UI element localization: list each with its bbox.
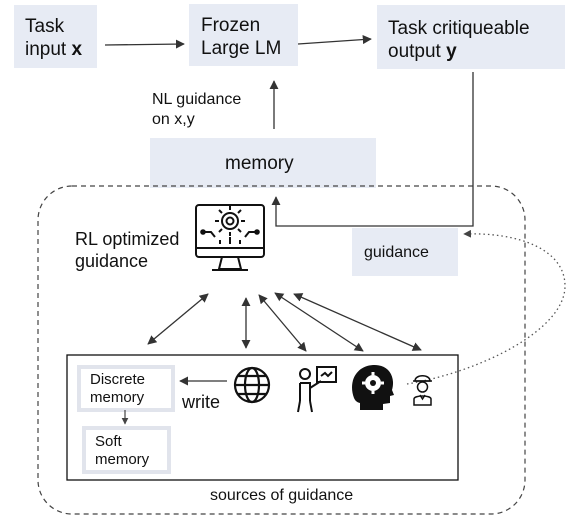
guidance-system-container: [37, 185, 526, 515]
nl-guidance-label: NL guidance on x,y: [152, 91, 242, 128]
rl-optimized-label: RL optimized guidance: [75, 229, 180, 271]
discrete-memory-label: Discrete memory: [90, 371, 146, 406]
worker-icon: [413, 375, 432, 406]
soft-memory-box: [82, 426, 171, 474]
guidance-label: guidance: [364, 244, 429, 261]
teacher-icon: [297, 366, 337, 413]
write-label: write: [182, 392, 221, 412]
task-output-box: [377, 5, 565, 69]
discrete-memory-box: [77, 365, 175, 412]
arrow-output-feedback: [271, 72, 474, 227]
sources-of-guidance-label: sources of guidance: [210, 487, 354, 504]
soft-memory-label: Soft memory: [95, 433, 150, 468]
globe-icon: [233, 366, 271, 404]
frozen-lm-box: [189, 4, 298, 66]
head-gear-icon: [352, 364, 394, 410]
task-output-label: Task critiqueable output y: [388, 18, 530, 62]
dotted-guidance-path: [406, 229, 566, 385]
guidance-box: [352, 228, 458, 276]
arrow-lm-to-output: [297, 35, 372, 45]
monitor-gear-icon: [195, 204, 265, 271]
memory-label: memory: [225, 153, 294, 174]
arrow-input-to-lm: [104, 39, 185, 49]
frozen-lm-label: Frozen Large LM: [201, 15, 282, 59]
memory-box: [150, 138, 376, 188]
task-input-label: Task input x: [25, 16, 83, 60]
task-input-box: [14, 5, 97, 68]
